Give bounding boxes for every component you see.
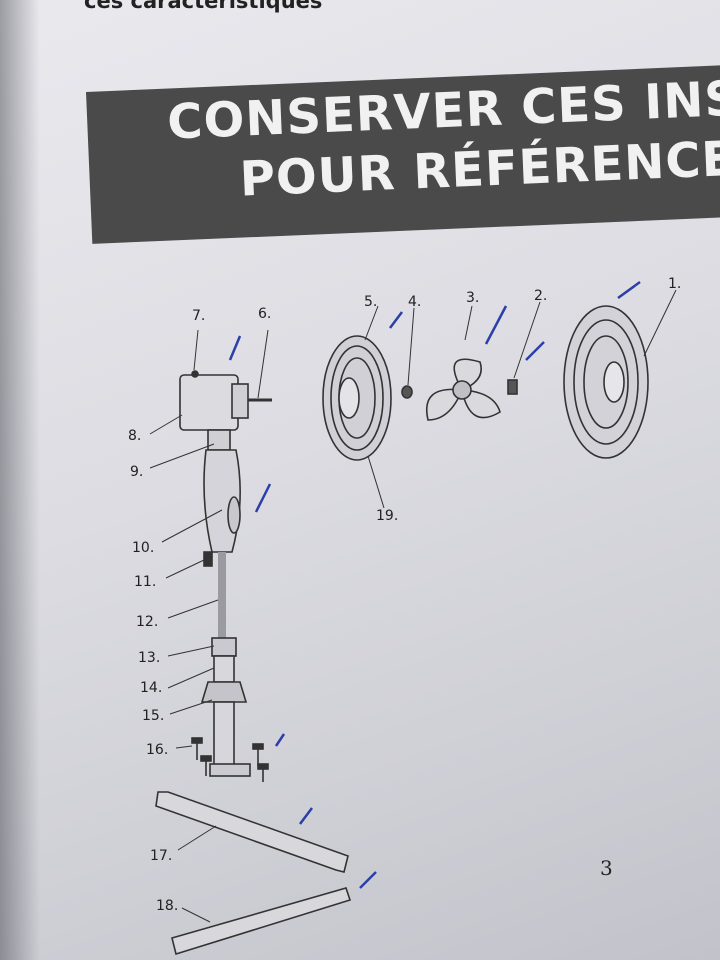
part-label-6: 6. bbox=[258, 306, 272, 322]
part-label-15: 15. bbox=[142, 708, 165, 724]
base-bar-18 bbox=[171, 887, 352, 956]
part-label-12: 12. bbox=[136, 614, 159, 630]
part-label-14: 14. bbox=[140, 680, 163, 696]
base-bar-17 bbox=[155, 791, 349, 873]
page-shadow bbox=[0, 0, 40, 960]
part-label-17: 17. bbox=[150, 848, 173, 864]
page-number: 3 bbox=[600, 856, 613, 880]
part-label-1: 1. bbox=[668, 276, 682, 292]
motor-housing bbox=[179, 374, 239, 431]
part-label-8: 8. bbox=[128, 428, 142, 444]
intro-text: ces caractéristiques bbox=[84, 0, 323, 13]
part-label-2: 2. bbox=[534, 288, 548, 304]
part-label-16: 16. bbox=[146, 742, 169, 758]
base-collar bbox=[200, 681, 248, 703]
part-label-3: 3. bbox=[466, 290, 480, 306]
part-label-13: 13. bbox=[138, 650, 161, 666]
part-label-19: 19. bbox=[376, 508, 399, 524]
grille-nut bbox=[401, 385, 413, 399]
part-label-10: 10. bbox=[132, 540, 155, 556]
height-clamp bbox=[211, 637, 237, 657]
part-label-5: 5. bbox=[364, 294, 378, 310]
blade-cap bbox=[507, 379, 518, 395]
fan-blade bbox=[426, 358, 501, 421]
part-label-4: 4. bbox=[408, 294, 422, 310]
part-label-7: 7. bbox=[192, 308, 206, 324]
pen-marks bbox=[228, 280, 641, 889]
part-label-18: 18. bbox=[156, 898, 179, 914]
part-label-9: 9. bbox=[130, 464, 144, 480]
part-label-11: 11. bbox=[134, 574, 157, 590]
